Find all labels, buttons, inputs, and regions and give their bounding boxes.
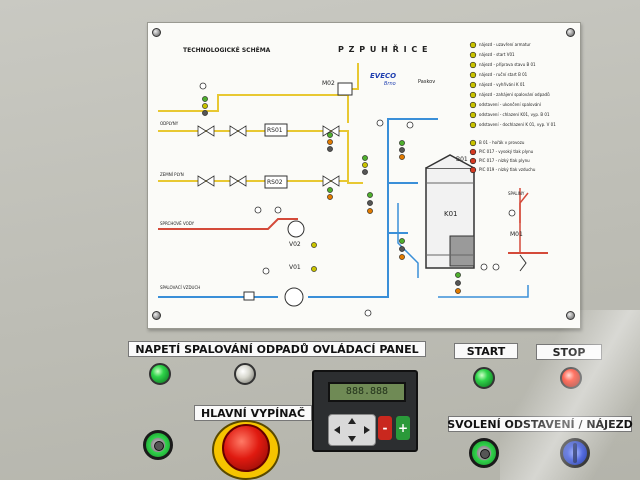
rs01-box: [264, 123, 288, 137]
label-b01: B01: [456, 156, 468, 163]
legend-item: nájezd - vyhřívání K 01: [479, 82, 525, 87]
alarm-item: PIC 017 - nízký tlak plynu: [479, 158, 530, 163]
start-button[interactable]: [473, 367, 495, 389]
alarm-list: B 01 - hořák v provozu PIC 017 - vysoký …: [479, 140, 535, 176]
legend-item: odstavení - chlazení K01, vyp. B 01: [479, 112, 550, 117]
label-rs02: RS02: [267, 179, 283, 186]
key-icon: [480, 449, 490, 459]
air-line: [308, 118, 438, 298]
main-switch[interactable]: [212, 420, 280, 480]
process-diagram: [158, 41, 548, 317]
hmi-plus-key[interactable]: +: [396, 416, 410, 440]
hmi-display: 888.888: [328, 382, 406, 402]
v01-fan: [284, 287, 304, 307]
screw-icon: [566, 311, 575, 320]
waste-burning-indicator-lamp: [234, 363, 256, 385]
shutdown-startup-selector[interactable]: [560, 438, 590, 468]
valve-symbol: [229, 125, 247, 137]
valve-symbol: [197, 125, 215, 137]
flue-line: [519, 192, 529, 253]
legend-item: nájezd - uzavření armatur: [479, 42, 531, 47]
legend-item: nájezd - příprava stavu B 01: [479, 62, 536, 67]
label-main-panel: NAPETÍ SPALOVÁNÍ ODPADŮ OVLÁDACÍ PANEL: [128, 341, 426, 357]
valve-symbol: [197, 175, 215, 187]
air-line: [397, 203, 419, 278]
valve-symbol: [229, 175, 247, 187]
filter-symbol: [243, 291, 255, 301]
hmi-navigation-keys[interactable]: [328, 414, 376, 446]
label-k01: K01: [444, 210, 458, 218]
legend-list: nájezd - uzavření armatur nájezd - start…: [479, 42, 556, 132]
gas-line: [158, 130, 363, 184]
air-line: [438, 285, 529, 298]
label-sprchove-vody: SPRCHOVÉ VODY: [160, 221, 195, 226]
label-spalovaci-vzduch: SPALOVACÍ VZDUCH: [160, 285, 201, 290]
label-start: START: [454, 343, 518, 359]
legend-leds: [469, 41, 477, 174]
paskov-logo: Paskov: [418, 79, 436, 85]
emergency-stop-button[interactable]: [222, 424, 270, 472]
legend-item: nájezd - ruční start B 01: [479, 72, 528, 77]
screw-icon: [152, 28, 161, 37]
technological-schema-board: TECHNOLOGICKÉ SCHÉMA P Z P U H Ř I C E E…: [147, 22, 581, 329]
stop-button[interactable]: [560, 367, 582, 389]
legend-item: odstavení - dochlazení K 01, vyp. V 01: [479, 122, 556, 127]
enable-key-switch[interactable]: [469, 438, 499, 468]
eveco-logo: EVECO: [370, 72, 397, 80]
label-main-switch: HLAVNÍ VYPÍNAČ: [194, 405, 312, 421]
legend-item: nájezd - start V01: [479, 52, 515, 57]
label-v02: V02: [289, 241, 301, 248]
selector-handle-icon: [573, 443, 577, 463]
label-stop: STOP: [536, 344, 602, 360]
label-v01: V01: [289, 264, 301, 271]
voltage-key-switch[interactable]: [143, 430, 173, 460]
eveco-logo-sub: Brno: [384, 81, 396, 87]
label-m01: M01: [510, 231, 523, 238]
alarm-item: PIC 017 - vysoký tlak plynu: [479, 149, 534, 154]
schema-subtitle: P Z P U H Ř I C E: [338, 45, 429, 54]
operator-panel-hmi: 888.888 - +: [312, 370, 418, 452]
label-spaliny: SPALINY: [508, 191, 525, 196]
alarm-item: PIC 019 - nízký tlak vzduchu: [479, 167, 536, 172]
label-zemni-plyn: ZEMNÍ PLYN: [160, 172, 184, 177]
v02-fan: [287, 220, 305, 238]
valve-symbol: [322, 125, 340, 137]
screw-icon: [152, 311, 161, 320]
voltage-indicator-lamp: [149, 363, 171, 385]
label-mode-switch: SVOLENÍ ODSTAVENÍ / NÁJEZD: [447, 416, 633, 432]
water-line: [158, 218, 298, 230]
legend-item: nájezd - zahájení spalování odpadů: [479, 92, 550, 97]
alarm-item: B 01 - hořák v provozu: [479, 140, 525, 145]
gas-line: [158, 94, 349, 123]
label-m02: M02: [322, 80, 335, 87]
hmi-minus-key[interactable]: -: [378, 416, 392, 440]
rs02-box: [264, 175, 288, 189]
m02-symbol: [337, 82, 353, 96]
boiler-roof: [425, 154, 475, 169]
boiler-ash: [449, 235, 475, 267]
label-rs01: RS01: [267, 127, 283, 134]
arrow-keys-icon[interactable]: [329, 415, 375, 445]
m01-symbol: [519, 254, 527, 272]
legend-item: odstavení - ukončení spalování: [479, 102, 541, 107]
schema-title: TECHNOLOGICKÉ SCHÉMA: [183, 47, 271, 54]
diagram-leds: [202, 96, 461, 294]
key-icon: [154, 441, 164, 451]
screw-icon: [566, 28, 575, 37]
label-odplyny: ODPLYNY: [160, 121, 179, 126]
valve-symbol: [322, 175, 340, 187]
